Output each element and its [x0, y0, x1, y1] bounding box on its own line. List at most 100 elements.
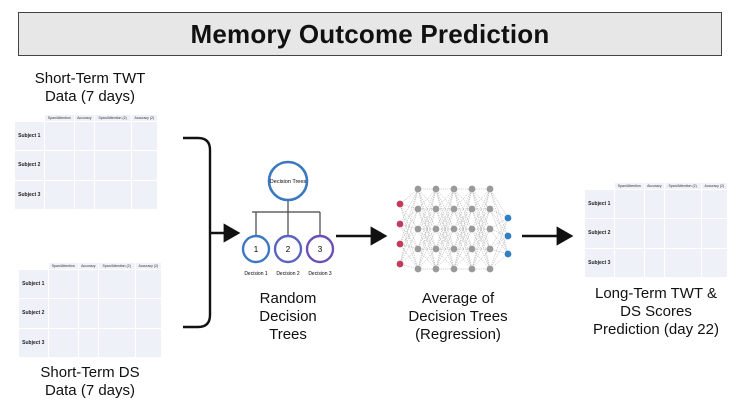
- network-node: [468, 245, 476, 253]
- network-edge: [471, 228, 491, 270]
- network-edge: [471, 248, 491, 270]
- table-cell: [43, 179, 76, 211]
- network-edge: [417, 188, 437, 250]
- table-cell: [663, 247, 702, 279]
- decision-tree-icon: Decision Trees 1 Decision 1 2 Decision 2…: [241, 160, 335, 277]
- table-cell: [700, 188, 729, 220]
- svg-text:1: 1: [254, 245, 259, 254]
- network-node: [432, 265, 440, 273]
- network-edge: [453, 208, 473, 270]
- table-cell: [93, 179, 132, 211]
- table-cell: [134, 298, 163, 329]
- network-edge: [489, 188, 509, 219]
- network-node: [432, 185, 440, 193]
- network-edge: [417, 228, 437, 270]
- table-cell: [700, 247, 729, 279]
- network-node: [414, 205, 422, 213]
- neural-network-icon: [396, 185, 512, 273]
- network-node: [468, 225, 476, 233]
- network-node: [486, 265, 494, 273]
- table-cell: [43, 120, 76, 152]
- network-node: [486, 245, 494, 253]
- table-cell: [130, 120, 159, 152]
- network-node: [468, 265, 476, 273]
- network-edge: [417, 188, 437, 270]
- table-cell: [134, 268, 163, 300]
- table-cell: [130, 179, 159, 211]
- table-row: Subject 1: [18, 268, 163, 300]
- merge-bracket: [183, 136, 212, 329]
- tree-root-node: [267, 160, 309, 202]
- row-header: Subject 3: [14, 179, 45, 211]
- network-edge: [453, 208, 473, 250]
- table-cell: [613, 218, 646, 249]
- table-cell: [43, 150, 76, 181]
- table-cell: [663, 188, 702, 220]
- table-cell: [93, 120, 132, 152]
- network-edge: [435, 208, 455, 270]
- network-edge: [453, 228, 473, 270]
- network-edge: [471, 188, 491, 230]
- network-edge: [453, 188, 473, 230]
- network-node: [504, 214, 512, 222]
- network-edge: [453, 188, 473, 230]
- leaf-caption-2: Decision 2: [276, 271, 300, 277]
- table-row: Subject 3: [18, 327, 163, 359]
- ds-label-line1: Short-Term DS: [40, 364, 140, 381]
- network-node: [414, 245, 422, 253]
- network-edge: [399, 188, 419, 265]
- network-edge: [435, 188, 455, 270]
- network-node: [450, 185, 458, 193]
- row-header: Subject 2: [14, 150, 45, 181]
- row-header: Subject 2: [18, 298, 49, 329]
- network-edge: [435, 228, 455, 270]
- network-edge: [417, 188, 437, 230]
- network-edge: [471, 188, 491, 230]
- network-edge: [399, 248, 419, 265]
- output-label: Long-Term TWT & DS Scores Prediction (da…: [593, 285, 719, 338]
- page-title: Memory Outcome Prediction: [190, 18, 550, 49]
- network-edge: [453, 188, 473, 250]
- network-edge: [399, 208, 419, 265]
- average-label: Average of Decision Trees (Regression): [408, 290, 508, 343]
- network-node: [468, 205, 476, 213]
- table-row: Subject 1: [584, 188, 729, 220]
- table-cell: [47, 268, 80, 300]
- svg-text:3: 3: [318, 245, 323, 254]
- network-edge: [453, 228, 473, 270]
- tree-leaf-2: 2 Decision 2: [273, 234, 303, 277]
- table-cell: [130, 150, 159, 181]
- network-edge: [435, 208, 455, 250]
- network-edge: [471, 188, 491, 250]
- ds-input-label: Short-Term DS Data (7 days): [20, 364, 160, 400]
- row-header: Subject 3: [584, 247, 615, 279]
- row-header: Subject 1: [584, 188, 615, 220]
- network-node: [486, 205, 494, 213]
- twt-label-line1: Short-Term TWT: [34, 70, 146, 87]
- network-edge: [489, 188, 509, 237]
- title-bar: Memory Outcome Prediction: [18, 12, 722, 56]
- network-edge: [453, 188, 473, 270]
- network-edge: [489, 228, 509, 255]
- network-node: [396, 260, 404, 268]
- network-edge: [489, 217, 509, 250]
- random-trees-label: Random Decision Trees: [259, 290, 317, 343]
- network-edge: [435, 188, 455, 210]
- table-cell: [613, 247, 646, 279]
- table-row: Subject 2: [14, 150, 159, 181]
- network-edge: [489, 253, 509, 270]
- network-node: [450, 205, 458, 213]
- twt-label-line2: Data (7 days): [44, 88, 136, 105]
- network-edge: [471, 208, 491, 270]
- network-edge: [417, 208, 437, 250]
- row-header: Subject 3: [18, 327, 49, 359]
- table-cell: [78, 327, 99, 359]
- table-row: Subject 2: [18, 298, 163, 329]
- network-edge: [471, 208, 491, 250]
- network-node: [486, 225, 494, 233]
- network-edge: [453, 248, 473, 270]
